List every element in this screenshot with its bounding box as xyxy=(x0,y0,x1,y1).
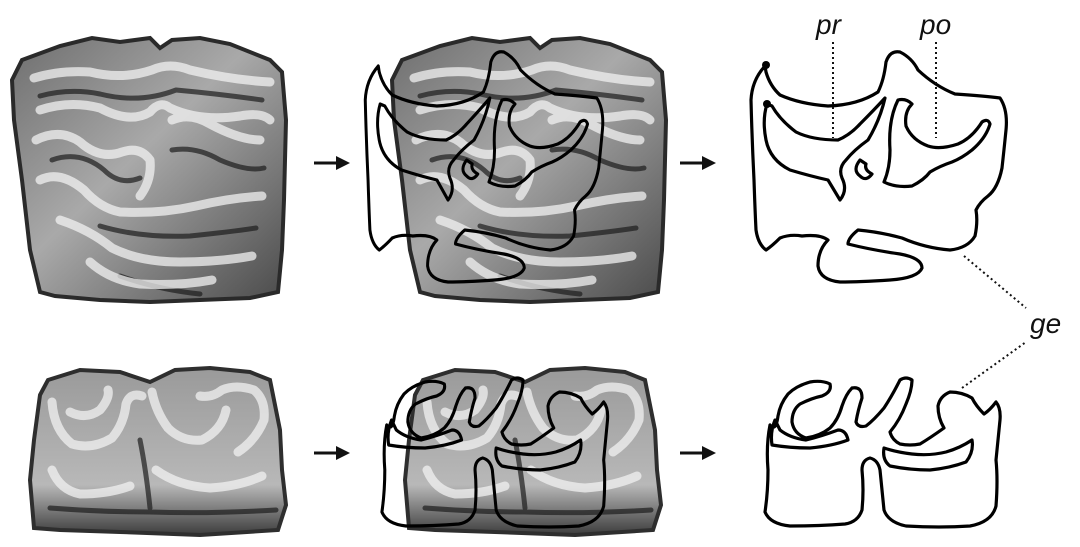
upper-molar-photo-traced xyxy=(365,38,666,302)
outline-marker-dot xyxy=(762,61,770,69)
enamel-leader-line-upper xyxy=(964,256,1026,308)
right-arrow-icon xyxy=(314,446,350,460)
right-arrow-icon xyxy=(680,446,716,460)
postloph-label: po xyxy=(919,9,951,40)
lower-molar-outline xyxy=(765,378,1000,527)
enamel-leader-line-lower xyxy=(962,342,1026,388)
outline-marker-dot xyxy=(763,100,771,108)
upper-molar-photo xyxy=(12,38,286,302)
enamel-label: ge xyxy=(1030,308,1061,339)
lower-molar-photo-traced xyxy=(382,368,661,535)
upper-molar-outline xyxy=(751,52,1006,282)
right-arrow-icon xyxy=(314,156,350,170)
right-arrow-icon xyxy=(680,156,716,170)
protoloph-label: pr xyxy=(815,9,843,40)
lower-molar-photo xyxy=(30,368,286,535)
